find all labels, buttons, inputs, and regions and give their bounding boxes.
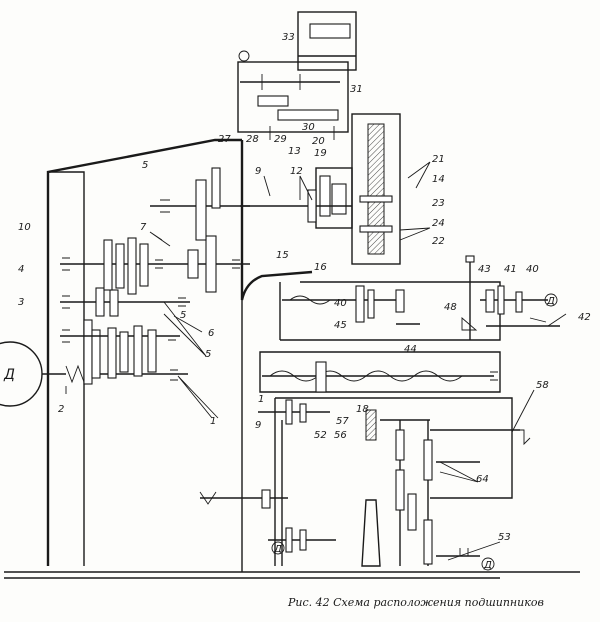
label-18: 18 xyxy=(356,404,369,415)
label-31: 31 xyxy=(350,84,363,95)
spindle-head xyxy=(240,113,401,265)
label-42: 42 xyxy=(578,312,591,323)
top-gear-housing xyxy=(237,11,357,140)
label-40a: 40 xyxy=(334,298,347,309)
label-7: 7 xyxy=(140,222,147,233)
label-27: 27 xyxy=(218,134,231,145)
part-number-labels: 1 1 2 3 4 5 5 5 6 7 9 9 10 12 13 14 15 1… xyxy=(18,32,591,543)
figure-caption: Рис. 42 Схема расположения подшипников xyxy=(287,596,544,609)
label-56: 56 xyxy=(334,430,347,441)
label-48: 48 xyxy=(444,302,457,313)
label-58: 58 xyxy=(536,380,549,391)
table-lead-screw xyxy=(262,361,498,393)
label-53: 53 xyxy=(498,532,511,543)
label-2: 2 xyxy=(58,404,64,415)
label-4: 4 xyxy=(18,264,24,275)
label-19: 19 xyxy=(314,148,327,159)
label-5b: 5 xyxy=(205,349,211,360)
label-64: 64 xyxy=(476,474,489,485)
label-30: 30 xyxy=(302,122,315,133)
machine-body-outline xyxy=(4,138,580,579)
feed-mechanism xyxy=(282,255,560,340)
label-20: 20 xyxy=(312,136,325,147)
main-gearbox xyxy=(60,167,250,385)
label-6: 6 xyxy=(208,328,214,339)
label-41: 41 xyxy=(504,264,517,275)
label-23: 23 xyxy=(432,198,445,209)
electric-motor: Д xyxy=(0,341,85,407)
label-1b: 1 xyxy=(258,394,264,405)
label-40b: 40 xyxy=(526,264,539,275)
label-28: 28 xyxy=(246,134,259,145)
label-15: 15 xyxy=(276,250,289,261)
label-24: 24 xyxy=(432,218,445,229)
label-5c: 5 xyxy=(180,310,186,321)
label-43: 43 xyxy=(478,264,491,275)
label-9a: 9 xyxy=(255,166,261,177)
label-16: 16 xyxy=(314,262,327,273)
label-57: 57 xyxy=(336,416,349,427)
circle-mark-2: Д xyxy=(273,544,282,555)
label-29: 29 xyxy=(274,134,287,145)
label-12: 12 xyxy=(290,166,303,177)
label-9b: 9 xyxy=(255,420,261,431)
label-5a: 5 xyxy=(142,160,148,171)
label-44: 44 xyxy=(404,344,417,355)
circle-mark-3: Д xyxy=(483,560,492,571)
label-22: 22 xyxy=(432,236,445,247)
label-13: 13 xyxy=(288,146,301,157)
label-1a: 1 xyxy=(210,416,216,427)
circle-mark-1: Д xyxy=(546,296,555,307)
label-33: 33 xyxy=(282,32,295,43)
leader-lines xyxy=(65,161,567,561)
motor-label: Д xyxy=(3,367,15,383)
lower-feed-gearbox xyxy=(199,399,531,567)
circle-markers: Д Д Д xyxy=(271,293,558,571)
label-3: 3 xyxy=(18,297,24,308)
label-52: 52 xyxy=(314,430,327,441)
label-21: 21 xyxy=(432,154,445,165)
label-45: 45 xyxy=(334,320,347,331)
label-14: 14 xyxy=(432,174,445,185)
label-10: 10 xyxy=(18,222,31,233)
